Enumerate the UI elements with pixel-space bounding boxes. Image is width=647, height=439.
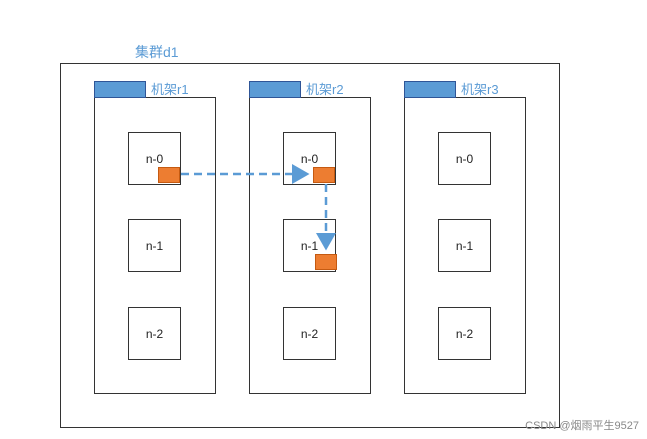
rack-r2-tab <box>249 81 301 98</box>
cluster-d1 <box>60 63 560 428</box>
cluster-label: 集群d1 <box>135 44 179 60</box>
rack-r3-node-2: n-2 <box>438 307 491 360</box>
rack-r2-label: 机架r2 <box>306 82 344 97</box>
replica-block-r1-n0 <box>158 167 180 183</box>
rack-r3-tab <box>404 81 456 98</box>
rack-r1-label: 机架r1 <box>151 82 189 97</box>
rack-r1-tab <box>94 81 146 98</box>
rack-r3-node-0: n-0 <box>438 132 491 185</box>
rack-r1-node-2: n-2 <box>128 307 181 360</box>
rack-r3-label: 机架r3 <box>461 82 499 97</box>
rack-r2-node-2: n-2 <box>283 307 336 360</box>
watermark: CSDN @烟雨平生9527 <box>525 420 639 432</box>
rack-r3-node-1: n-1 <box>438 219 491 272</box>
rack-r1-node-1: n-1 <box>128 219 181 272</box>
replica-block-r2-n0 <box>313 167 335 183</box>
replica-block-r2-n1 <box>315 254 337 270</box>
